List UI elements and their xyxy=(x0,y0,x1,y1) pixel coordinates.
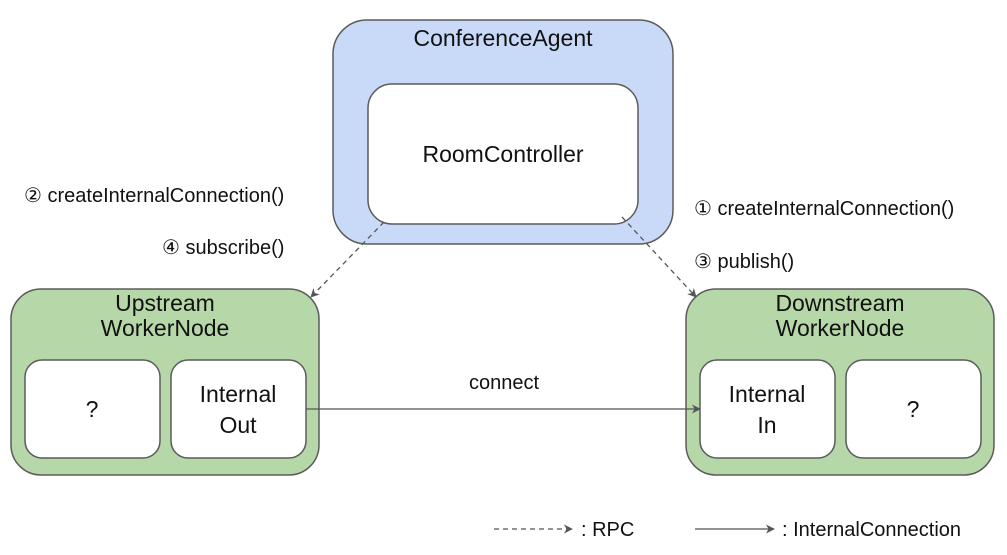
internal-in-box[interactable] xyxy=(699,359,836,459)
room-controller-label: RoomController xyxy=(422,141,583,167)
legend: : RPC : InternalConnection xyxy=(494,519,961,541)
conference-agent-node[interactable]: ConferenceAgent RoomController xyxy=(332,19,674,245)
internal-out-line1: Internal xyxy=(200,381,277,407)
left-step-create-label: ② createInternalConnection() xyxy=(24,185,284,207)
left-step-subscribe-label: ④ subscribe() xyxy=(162,237,284,259)
downstream-worker-node[interactable]: Downstream WorkerNode Internal In ? xyxy=(685,288,995,476)
upstream-title-line2: WorkerNode xyxy=(101,315,230,341)
right-step-publish-label: ③ publish() xyxy=(694,251,794,273)
downstream-title-line1: Downstream xyxy=(775,290,904,316)
right-step-create-label: ① createInternalConnection() xyxy=(694,198,954,220)
conference-agent-title: ConferenceAgent xyxy=(413,25,593,51)
legend-rpc-label: : RPC xyxy=(581,519,634,541)
upstream-unknown-label: ? xyxy=(86,396,99,422)
upstream-worker-node[interactable]: Upstream WorkerNode ? Internal Out xyxy=(10,288,320,476)
downstream-title-line2: WorkerNode xyxy=(776,315,905,341)
connect-label: connect xyxy=(469,372,539,394)
upstream-unknown-box[interactable] xyxy=(24,359,161,459)
internal-out-box[interactable] xyxy=(170,359,307,459)
downstream-unknown-label: ? xyxy=(907,396,920,422)
upstream-title-line1: Upstream xyxy=(115,290,215,316)
legend-internal-label: : InternalConnection xyxy=(782,519,961,541)
internal-out-line2: Out xyxy=(219,412,257,438)
internal-in-line1: Internal xyxy=(729,381,806,407)
rpc-edge-to-downstream[interactable] xyxy=(621,216,697,298)
downstream-unknown-box[interactable] xyxy=(845,359,982,459)
room-controller-box[interactable] xyxy=(367,83,639,225)
internal-in-line2: In xyxy=(757,412,776,438)
